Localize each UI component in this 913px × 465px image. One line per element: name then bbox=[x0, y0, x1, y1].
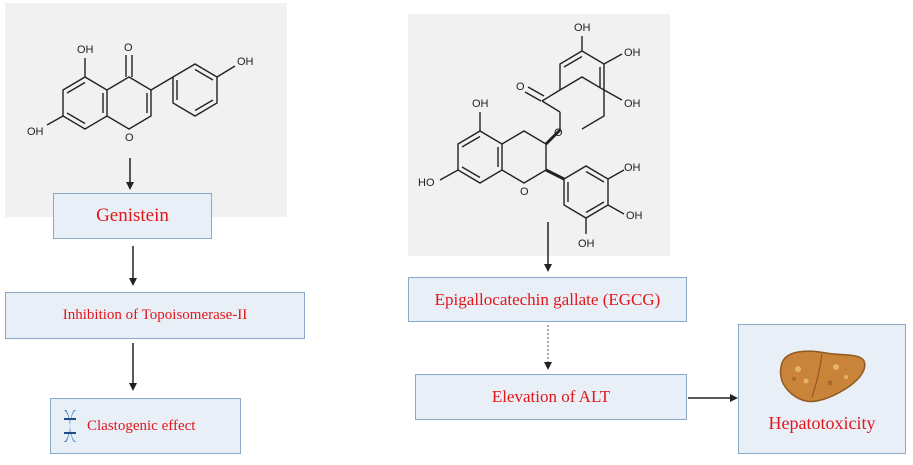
egcg-bring-hydroxyl-mid: OH bbox=[626, 210, 643, 222]
genistein-label: Genistein bbox=[96, 205, 169, 226]
genistein-4prime-hydroxyl: OH bbox=[237, 56, 254, 68]
topoisomerase-inhibition-label: Inhibition of Topoisomerase-II bbox=[62, 307, 248, 323]
clastogenic-effect-box: Clastogenic effect bbox=[50, 398, 241, 454]
egcg-ring-oxygen-atom: O bbox=[520, 186, 529, 198]
egcg-galloyl-hydroxyl-lower: OH bbox=[624, 98, 641, 110]
egcg-5-hydroxyl: OH bbox=[472, 98, 489, 110]
egcg-label: Epigallocatechin gallate (EGCG) bbox=[434, 289, 661, 309]
genistein-5-hydroxyl: OH bbox=[77, 44, 94, 56]
egcg-bring-hydroxyl-upper: OH bbox=[624, 162, 641, 174]
hepatotoxicity-label: Hepatotoxicity bbox=[768, 413, 876, 433]
egcg-7-hydroxyl: HO bbox=[418, 177, 435, 189]
alt-elevation-box: Elevation of ALT bbox=[415, 374, 687, 420]
genistein-ring-oxygen-atom: O bbox=[125, 132, 134, 144]
alt-elevation-label: Elevation of ALT bbox=[491, 387, 611, 406]
topoisomerase-inhibition-box: Inhibition of Topoisomerase-II bbox=[5, 292, 305, 339]
hepatotoxicity-box: Hepatotoxicity bbox=[738, 324, 906, 454]
genistein-structure-panel bbox=[5, 3, 287, 217]
egcg-galloyl-hydroxyl-upper: OH bbox=[624, 47, 641, 59]
genistein-7-hydroxyl: OH bbox=[27, 126, 44, 138]
clastogenic-effect-label: Clastogenic effect bbox=[87, 417, 196, 434]
genistein-label-box: Genistein bbox=[53, 193, 212, 239]
genistein-structure: O O OH OH OH bbox=[27, 42, 254, 144]
egcg-structure-panel bbox=[408, 14, 670, 256]
liver-icon bbox=[779, 350, 866, 403]
egcg-structure: O O O OH HO OH OH OH OH OH OH bbox=[418, 22, 643, 250]
egcg-bring-hydroxyl-bottom: OH bbox=[578, 238, 595, 250]
egcg-label-box: Epigallocatechin gallate (EGCG) bbox=[408, 277, 687, 322]
genistein-oxo-atom: O bbox=[124, 42, 133, 54]
chromosome-icon bbox=[63, 410, 77, 442]
egcg-galloyl-hydroxyl-top: OH bbox=[574, 22, 591, 34]
egcg-carbonyl-oxygen-atom: O bbox=[516, 81, 525, 93]
egcg-ester-oxygen-atom: O bbox=[554, 127, 563, 139]
